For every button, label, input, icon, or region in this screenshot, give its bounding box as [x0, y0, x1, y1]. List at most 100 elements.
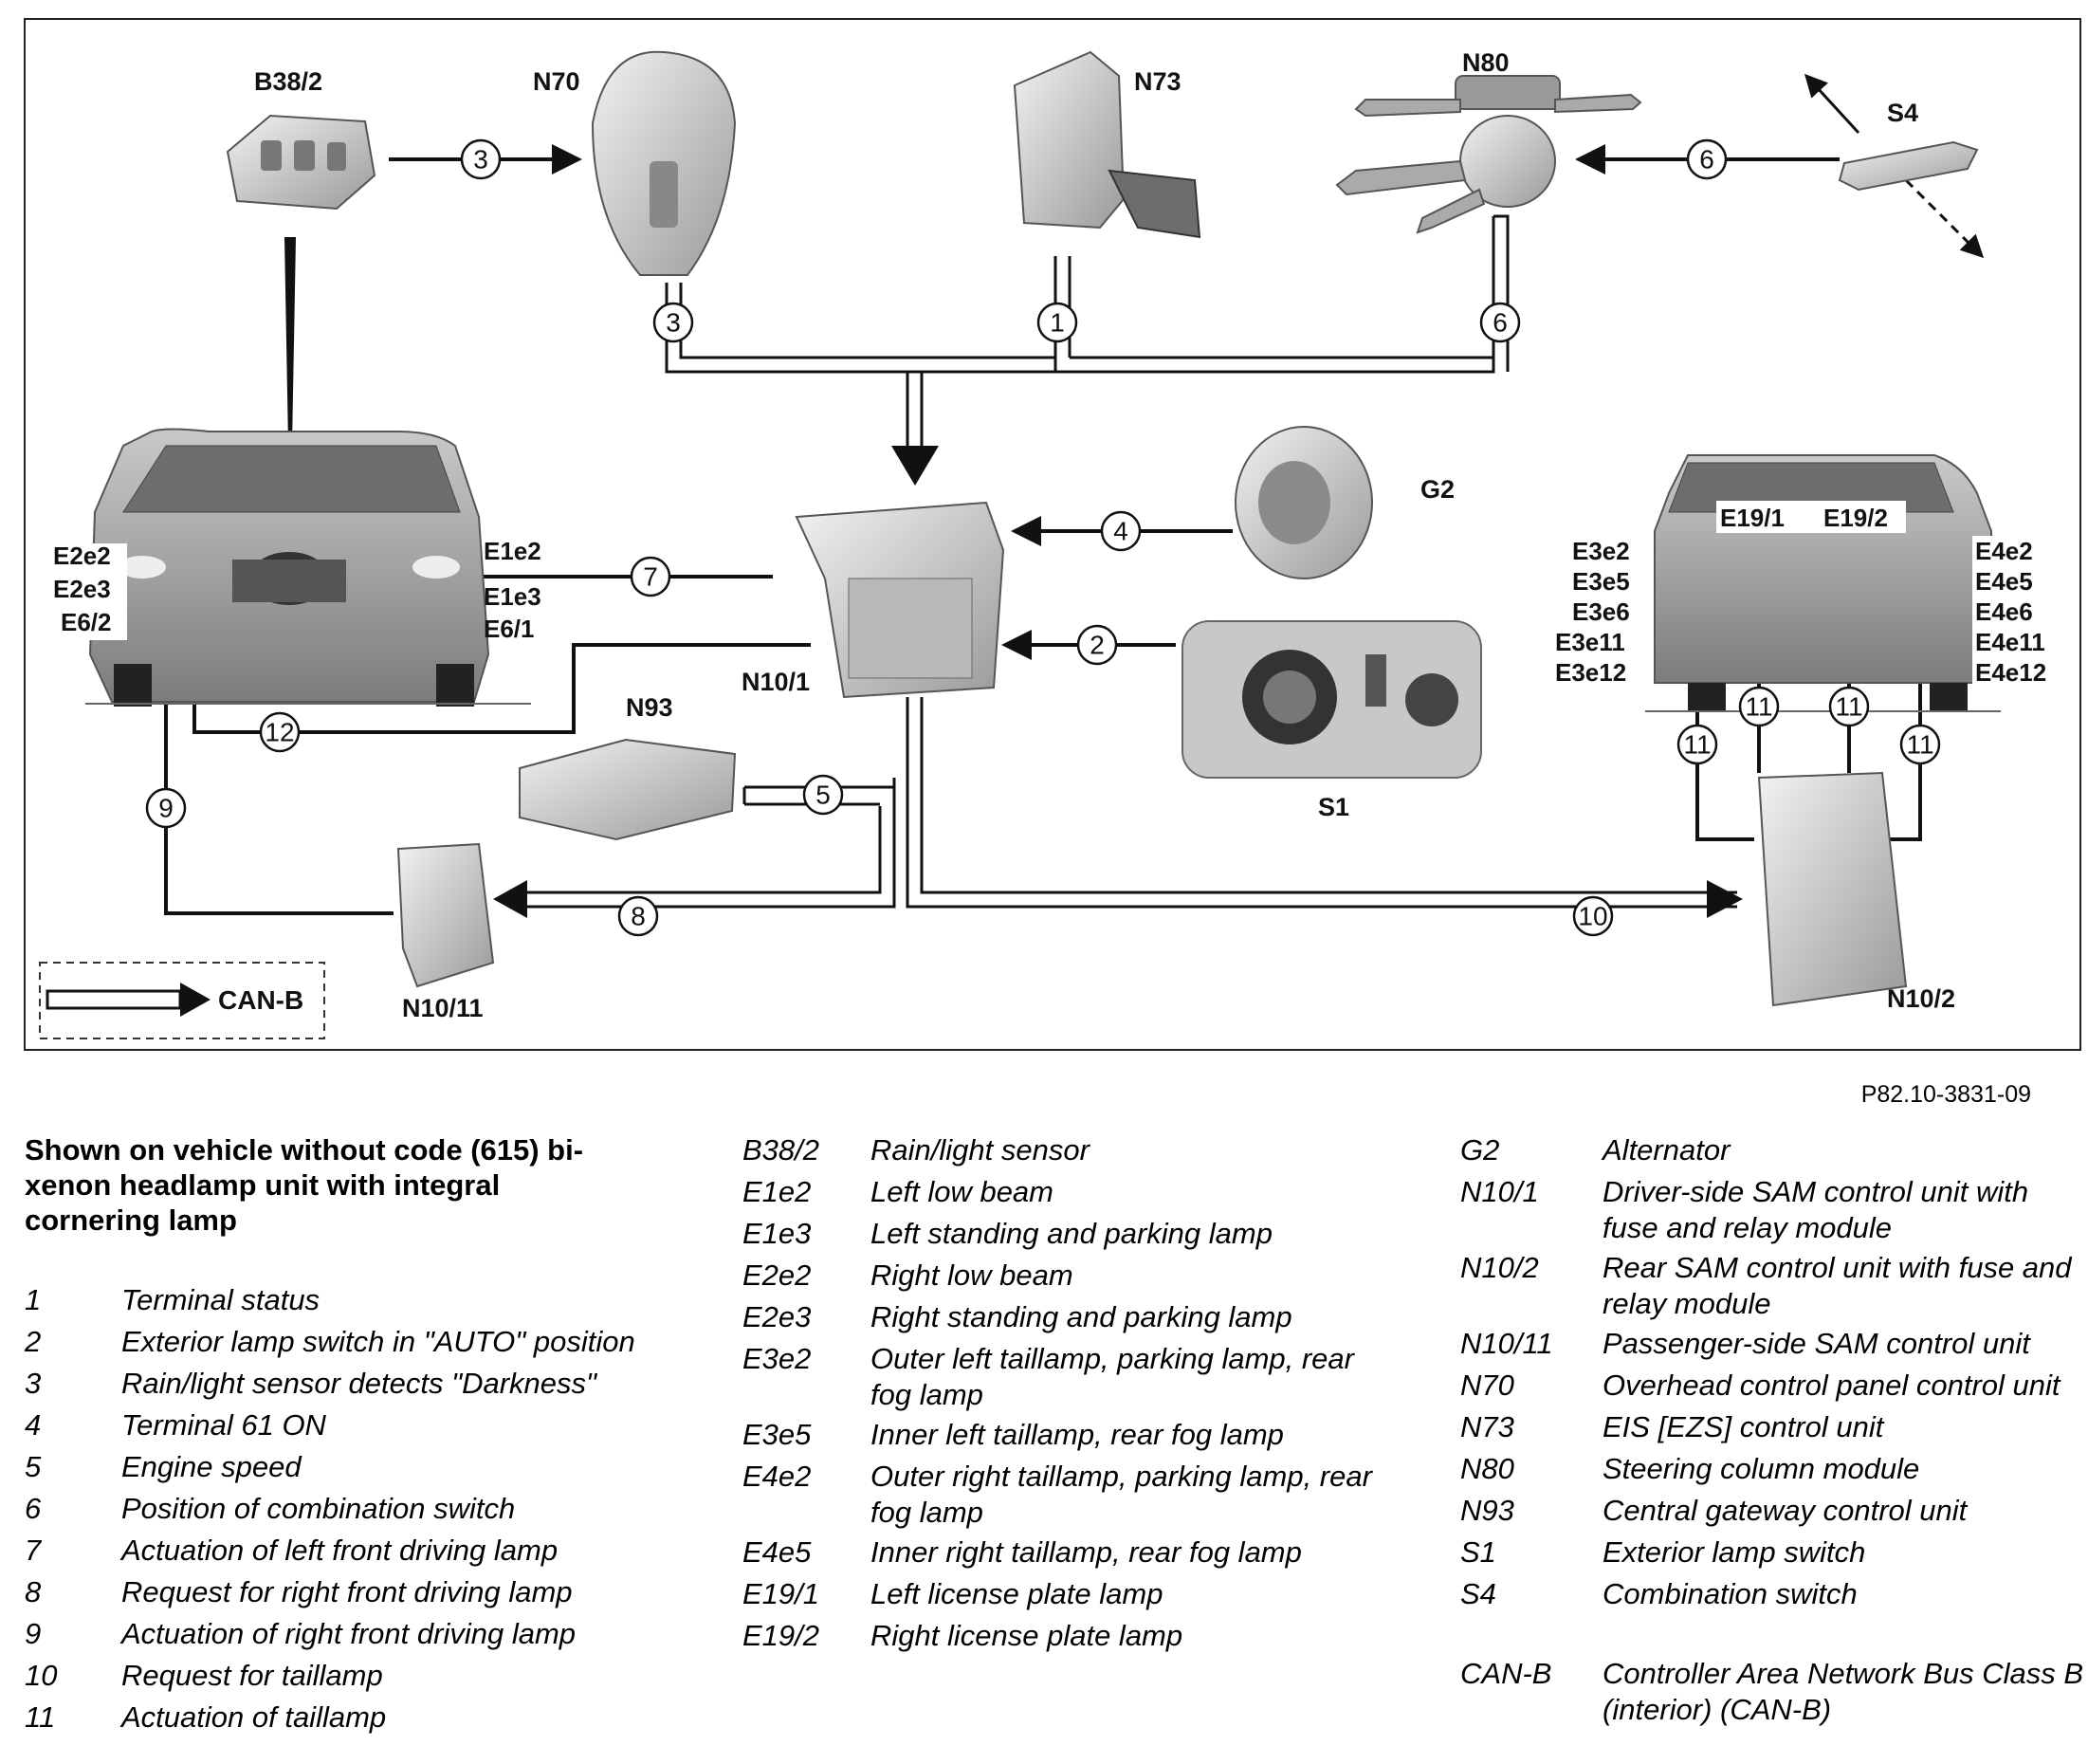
component-2-text: Rear SAM control unit with fuse and rela… [1603, 1251, 2072, 1320]
signal-9-number: 9 [158, 794, 174, 823]
component-2-text: Steering column module [1603, 1452, 1920, 1485]
component-2-text: Passenger-side SAM control unit [1603, 1327, 2030, 1360]
component-1-text: Inner right taillamp, rear fog lamp [870, 1535, 1302, 1569]
label-e3e5: E3e5 [1572, 567, 1630, 596]
component-2-key: N70 [1460, 1369, 1514, 1402]
signal-4-number: 4 [1113, 517, 1128, 546]
signal-7-circle [630, 556, 671, 597]
component-1-text: Inner left taillamp, rear fog lamp [870, 1418, 1284, 1451]
numbered-item-key: 4 [25, 1408, 42, 1442]
label-s4: S4 [1887, 99, 1918, 127]
component-1-key: B38/2 [742, 1133, 820, 1167]
combination-switch-image [1838, 140, 1979, 192]
lever-arrow-down [1904, 178, 1985, 259]
label-e4e6: E4e6 [1975, 597, 2033, 626]
rear-car-image [1654, 454, 1992, 711]
rear-car-labels-left: E3e2 E3e5 E3e6 E3e11 E3e12 [1548, 536, 1651, 695]
numbered-item-row: 5 Engine speed [25, 1447, 669, 1487]
overhead-panel-image [591, 50, 737, 276]
component-2-row: N10/11 Passenger-side SAM control unit [1460, 1324, 2086, 1364]
ignition-switch-image [1013, 50, 1201, 239]
component-1-text: Right standing and parking lamp [870, 1300, 1292, 1333]
component-1-key: E2e3 [742, 1300, 812, 1333]
numbered-item-text: Actuation of left front driving lamp [121, 1534, 559, 1567]
signal-5-number: 5 [815, 781, 831, 810]
legend-can-b-label: CAN-B [218, 985, 303, 1015]
component-1-key: E19/1 [742, 1577, 820, 1610]
component-2-key: G2 [1460, 1133, 1500, 1167]
label-e3e12: E3e12 [1555, 658, 1626, 687]
signal-3b-number: 3 [666, 308, 681, 338]
numbered-item-text: Engine speed [121, 1450, 302, 1483]
front-car-labels-left: E2e2 E2e3 E6/2 [49, 542, 127, 640]
label-e19-2: E19/2 [1823, 504, 1888, 532]
component-2-text: Alternator [1603, 1133, 1731, 1167]
component-2-key: N93 [1460, 1494, 1514, 1527]
rain-light-sensor-image [226, 114, 376, 211]
component-1-text: Outer left taillamp, parking lamp, rear … [870, 1342, 1354, 1411]
label-e1e2: E1e2 [484, 537, 541, 565]
rear-car-labels-top: E19/1 E19/2 [1716, 501, 1906, 533]
component-2-key: N10/1 [1460, 1175, 1539, 1208]
passenger-sam-image [396, 842, 495, 988]
label-n70: N70 [533, 67, 580, 96]
label-e4e5: E4e5 [1975, 567, 2033, 596]
component-1-text: Left license plate lamp [870, 1577, 1163, 1610]
component-1-key: E3e2 [742, 1342, 812, 1375]
component-1-key: E1e2 [742, 1175, 812, 1208]
signal-11c-number: 11 [1835, 692, 1862, 722]
component-1-key: E4e2 [742, 1460, 812, 1493]
component-2-text: Combination switch [1603, 1577, 1858, 1610]
label-e3e6: E3e6 [1572, 597, 1630, 626]
label-e2e2: E2e2 [53, 542, 111, 570]
numbered-item-text: Terminal 61 ON [121, 1408, 326, 1442]
numbered-item-key: 8 [25, 1575, 42, 1608]
numbered-item-text: Rain/light sensor detects "Darkness" [121, 1367, 597, 1400]
signal-12-circle [259, 711, 301, 753]
central-gateway-image [519, 738, 737, 841]
component-1-key: E3e5 [742, 1418, 812, 1451]
component-1-row: E1e2 Left low beam [742, 1172, 1387, 1212]
signal-2-number: 2 [1090, 631, 1105, 660]
component-1-key: E2e2 [742, 1259, 812, 1292]
numbered-item-key: 11 [25, 1700, 56, 1734]
component-2-text: Exterior lamp switch [1603, 1535, 1866, 1569]
component-1-text: Outer right taillamp, parking lamp, rear… [870, 1460, 1372, 1529]
component-2-key: N10/11 [1460, 1327, 1553, 1360]
signal-1-number: 1 [1050, 308, 1065, 338]
numbered-item-key: 5 [25, 1450, 42, 1483]
label-e3e2: E3e2 [1572, 537, 1630, 565]
component-2-row: N80 Steering column module [1460, 1449, 2086, 1489]
signal-1-circle [1036, 302, 1078, 343]
rear-sam-image [1757, 771, 1908, 1007]
component-2-key: N80 [1460, 1452, 1514, 1485]
component-1-row: E2e3 Right standing and parking lamp [742, 1297, 1387, 1337]
signal-11d-number: 11 [1906, 730, 1933, 760]
component-1-text: Left low beam [870, 1175, 1053, 1208]
label-e19-1: E19/1 [1720, 504, 1785, 532]
bus-arrow-down [891, 446, 939, 486]
can-b-legend: CAN-B [39, 962, 325, 1039]
label-s1: S1 [1318, 793, 1349, 821]
numbered-item-text: Exterior lamp switch in "AUTO" position [121, 1325, 635, 1358]
signal-6b-circle [1479, 302, 1521, 343]
driver-sam-image [795, 501, 1005, 699]
signal-7-number: 7 [643, 562, 658, 592]
numbered-item-key: 1 [25, 1283, 42, 1316]
component-2-key: CAN-B [1460, 1657, 1552, 1690]
signal-11c-circle [1828, 686, 1870, 727]
steering-column-module-image [1335, 75, 1642, 234]
